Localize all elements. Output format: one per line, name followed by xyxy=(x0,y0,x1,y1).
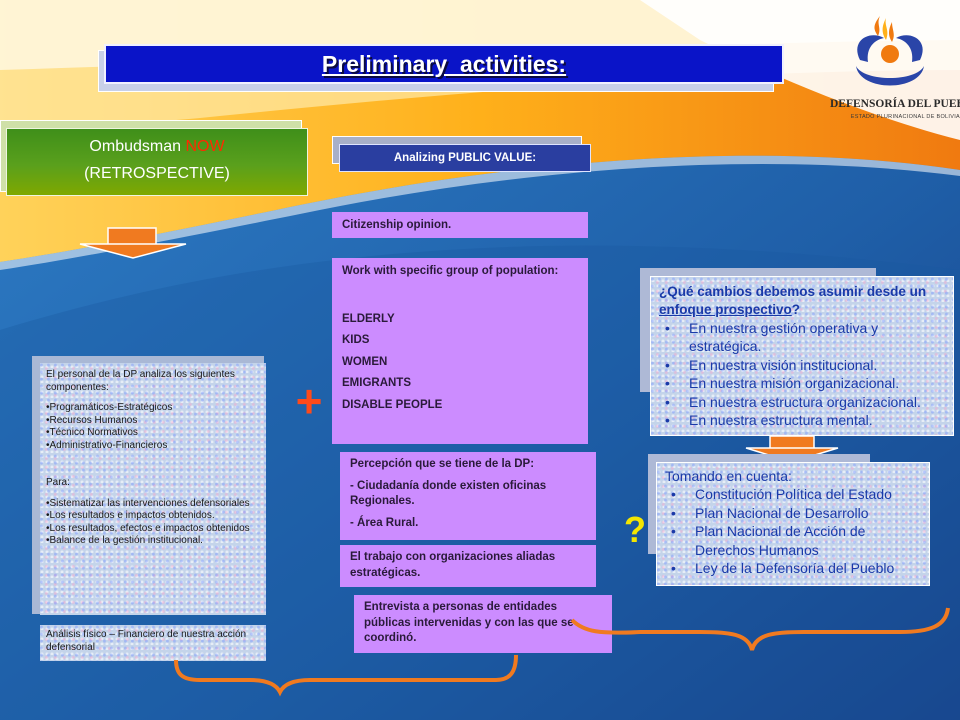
que-cambios-item: En nuestra estructura mental. xyxy=(665,411,945,430)
que-cambios-panel: ¿Qué cambios debemos asumir desde un enf… xyxy=(650,276,954,436)
components-panel: El personal de la DP analiza los siguien… xyxy=(40,363,266,615)
ombudsman-label: Ombudsman xyxy=(89,138,186,155)
components-intro: El personal de la DP analiza los siguien… xyxy=(46,369,235,393)
que-cambios-heading: ¿Qué cambios debemos asumir desde un enf… xyxy=(659,283,945,319)
tomando-item: Ley de la Defensoría del Pueblo xyxy=(671,559,921,578)
que-cambios-item: En nuestra gestión operativa y estratégi… xyxy=(665,319,945,356)
logo-name: DEFENSORÍA DEL PUEBLO xyxy=(830,98,960,110)
analyzing-box: Analizing PUBLIC VALUE: xyxy=(339,144,591,172)
population-item: EMIGRANTS xyxy=(342,377,411,390)
purpose-item: Sistematizar las intervenciones defensor… xyxy=(46,498,260,511)
tomando-list: Constitución Política del Estado Plan Na… xyxy=(665,485,921,578)
title-bar: Preliminary activities: xyxy=(104,44,784,84)
logo-subtitle: ESTADO PLURINACIONAL DE BOLIVIA xyxy=(850,114,960,120)
tomando-heading: Tomando en cuenta: xyxy=(665,468,792,484)
trabajo-label: El trabajo con organizaciones aliadas es… xyxy=(350,551,556,579)
trabajo-box: El trabajo con organizaciones aliadas es… xyxy=(340,545,596,587)
population-item: KIDS xyxy=(342,334,370,347)
entrevista-label: Entrevista a personas de entidades públi… xyxy=(364,601,574,645)
percepcion-box: Percepción que se tiene de la DP: - Ciud… xyxy=(340,452,596,540)
que-cambios-item: En nuestra visión institucional. xyxy=(665,356,945,375)
work-group-box: Work with specific group of population: … xyxy=(332,258,588,444)
percepcion-item: - Ciudadanía donde existen oficinas Regi… xyxy=(350,479,547,508)
ombudsman-subtitle: (RETROSPECTIVE) xyxy=(84,165,230,182)
down-arrow-icon xyxy=(79,227,187,259)
analisis-box: Análisis físico – Financiero de nuestra … xyxy=(40,625,266,661)
que-cambios-heading-a: ¿Qué cambios debemos asumir desde un xyxy=(659,284,927,299)
que-cambios-list: En nuestra gestión operativa y estratégi… xyxy=(659,319,945,430)
component-item: Técnico Normativos xyxy=(46,427,260,440)
ombudsman-now: NOW xyxy=(185,138,225,155)
ombudsman-box: Ombudsman NOW (RETROSPECTIVE) xyxy=(6,128,308,196)
tomando-item: Plan Nacional de Desarrollo xyxy=(671,504,921,523)
que-cambios-heading-underlined: enfoque prospectivo xyxy=(659,301,792,317)
page-title: Preliminary activities: xyxy=(321,50,567,77)
question-mark-icon: ? xyxy=(624,509,646,550)
tomando-item: Plan Nacional de Acción de Derechos Huma… xyxy=(671,522,921,559)
citizenship-label: Citizenship opinion. xyxy=(342,219,452,231)
component-item: Programáticos-Estratégicos xyxy=(46,402,260,415)
component-item: Administrativo-Financieros xyxy=(46,440,260,453)
que-cambios-heading-b: ? xyxy=(791,301,801,317)
entrevista-box: Entrevista a personas de entidades públi… xyxy=(354,595,612,653)
ombudsman-title: Ombudsman NOW xyxy=(7,138,307,156)
plus-icon: + xyxy=(295,375,323,427)
citizenship-box: Citizenship opinion. xyxy=(332,212,588,238)
component-item: Recursos Humanos xyxy=(46,415,260,428)
tomando-item: Constitución Política del Estado xyxy=(671,485,921,504)
work-group-heading: Work with specific group of population: xyxy=(342,265,559,277)
analyzing-label: Analizing PUBLIC VALUE: xyxy=(393,152,537,164)
logo-emblem-icon xyxy=(856,16,924,86)
population-item: ELDERLY xyxy=(342,312,395,325)
components-list: Programáticos-Estratégicos Recursos Huma… xyxy=(46,402,260,452)
defensoria-logo: DEFENSORÍA DEL PUEBLO ESTADO PLURINACION… xyxy=(820,10,960,130)
purposes-list: Sistematizar las intervenciones defensor… xyxy=(46,498,260,548)
purpose-item: Los resultados e impactos obtenidos. xyxy=(46,510,260,523)
percepcion-item: - Área Rural. xyxy=(350,516,419,529)
que-cambios-item: En nuestra estructura organizacional. xyxy=(665,393,945,412)
population-item: DISABLE PEOPLE xyxy=(342,398,443,411)
analisis-label: Análisis físico – Financiero de nuestra … xyxy=(46,629,247,653)
percepcion-heading: Percepción que se tiene de la DP: xyxy=(350,458,535,470)
purpose-item: Balance de la gestión institucional. xyxy=(46,535,260,548)
que-cambios-item: En nuestra misión organizacional. xyxy=(665,374,945,393)
para-label: Para: xyxy=(46,477,70,488)
population-item: WOMEN xyxy=(342,355,388,368)
right-brace xyxy=(570,607,950,651)
tomando-panel: Tomando en cuenta: Constitución Política… xyxy=(656,462,930,586)
purpose-item: Los resultados, efectos e impactos obten… xyxy=(46,523,260,536)
bottom-brace xyxy=(174,654,518,697)
